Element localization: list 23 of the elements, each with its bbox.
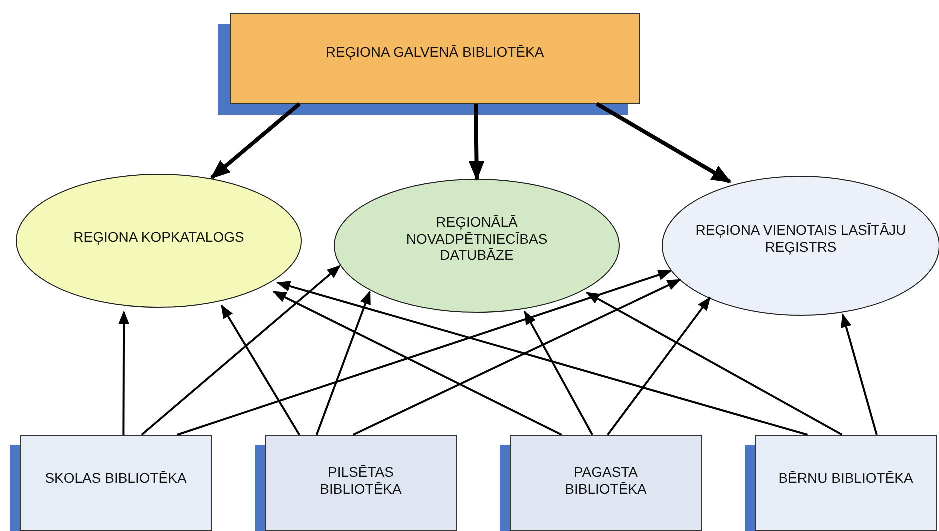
arrow [272,291,562,436]
node-label: REĢIONA KOPKATALOGS [74,228,244,246]
arrow [210,102,301,180]
arrow [586,292,843,436]
arrow [352,279,682,436]
arrow [118,310,130,435]
node-label: SKOLAS BIBLIOTĒKA [45,470,187,486]
node-label: REĢIONĀLĀ NOVADPĒTNIECĪBAS DATUBĀZE [405,214,549,264]
arrow [221,304,300,436]
arrow [177,270,672,436]
node-label: PAGASTA BIBLIOTĒKA [564,464,648,498]
node-label: REĢIONA GALVENĀ BIBLIOTĒKA [326,44,544,61]
arrow [276,281,808,436]
node-label: BĒRNU BIBLIOTĒKA [778,470,914,486]
node-label: PILSĒTAS BIBLIOTĒKA [319,464,403,498]
arrow [141,265,342,436]
arrow [316,290,371,436]
arrow [841,314,878,436]
arrow [524,310,594,436]
arrow [607,296,711,436]
arrow [468,104,485,181]
arrow [596,102,732,184]
node-label: REĢIONA VIENOTAIS LASĪTĀJU REĢISTRS [694,222,908,256]
